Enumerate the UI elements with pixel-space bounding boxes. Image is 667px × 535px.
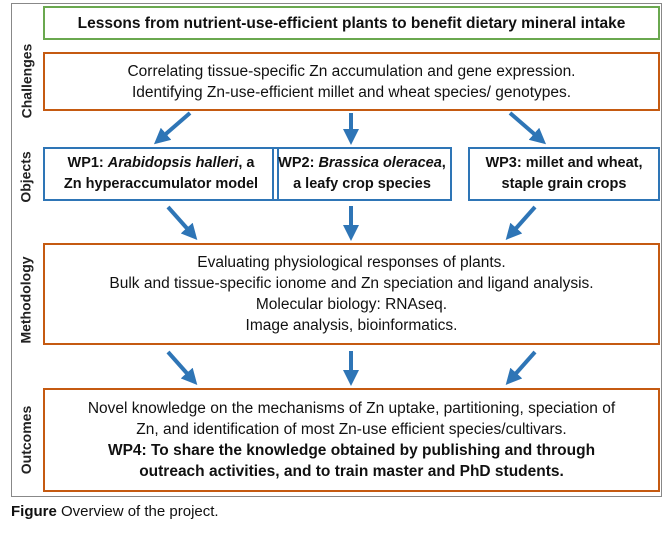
methodology-line-2: Bulk and tissue-specific ionome and Zn s… (109, 275, 594, 292)
methodology-line-3: Molecular biology: RNAseq. (255, 296, 448, 313)
methodology-line-1: Evaluating physiological responses of pl… (197, 254, 506, 271)
wp1-box: WP1: Arabidopsis halleri, a Zn hyperaccu… (43, 147, 279, 201)
title-box: Lessons from nutrient-use-efficient plan… (43, 6, 660, 40)
arrow-methodology-to-outcomes-right (505, 350, 537, 385)
challenges-line-2: Identifying Zn-use-efficient millet and … (131, 83, 572, 101)
arrow-methodology-to-outcomes-left (166, 350, 198, 385)
wp1-line-1: WP1: Arabidopsis halleri, a (67, 155, 255, 171)
wp1-line-2: Zn hyperaccumulator model (63, 176, 259, 192)
challenges-box: Correlating tissue-specific Zn accumulat… (43, 52, 660, 111)
methodology-box: Evaluating physiological responses of pl… (43, 243, 660, 345)
outcomes-bold-line-1: WP4: To share the knowledge obtained by … (107, 442, 596, 459)
outcomes-line-1: Novel knowledge on the mechanisms of Zn … (87, 400, 616, 417)
figure-caption: Figure Overview of the project. (11, 503, 219, 520)
wp3-line-2: staple grain crops (501, 176, 627, 192)
outcomes-bold-line-2: outreach activities, and to train master… (139, 463, 564, 480)
methodology-line-4: Image analysis, bioinformatics. (245, 317, 458, 334)
arrow-wp1-to-methodology (166, 205, 198, 240)
arrow-challenges-to-wp1 (153, 111, 192, 145)
outcomes-line-2: Zn, and identification of most Zn-use ef… (136, 421, 567, 438)
wp2-line-1: WP2: Brassica oleracea, (278, 155, 446, 171)
outcomes-box: Novel knowledge on the mechanisms of Zn … (43, 388, 660, 492)
wp2-line-2: a leafy crop species (293, 176, 431, 192)
wp3-line-1: WP3: millet and wheat, (485, 155, 643, 171)
title-text: Lessons from nutrient-use-efficient plan… (77, 14, 626, 32)
wp2-box: WP2: Brassica oleracea, a leafy crop spe… (272, 147, 452, 201)
challenges-line-1: Correlating tissue-specific Zn accumulat… (127, 62, 576, 80)
arrow-wp3-to-methodology (505, 205, 537, 240)
diagram-frame (11, 3, 662, 497)
wp3-box: WP3: millet and wheat, staple grain crop… (468, 147, 660, 201)
arrow-challenges-to-wp3 (508, 111, 547, 145)
